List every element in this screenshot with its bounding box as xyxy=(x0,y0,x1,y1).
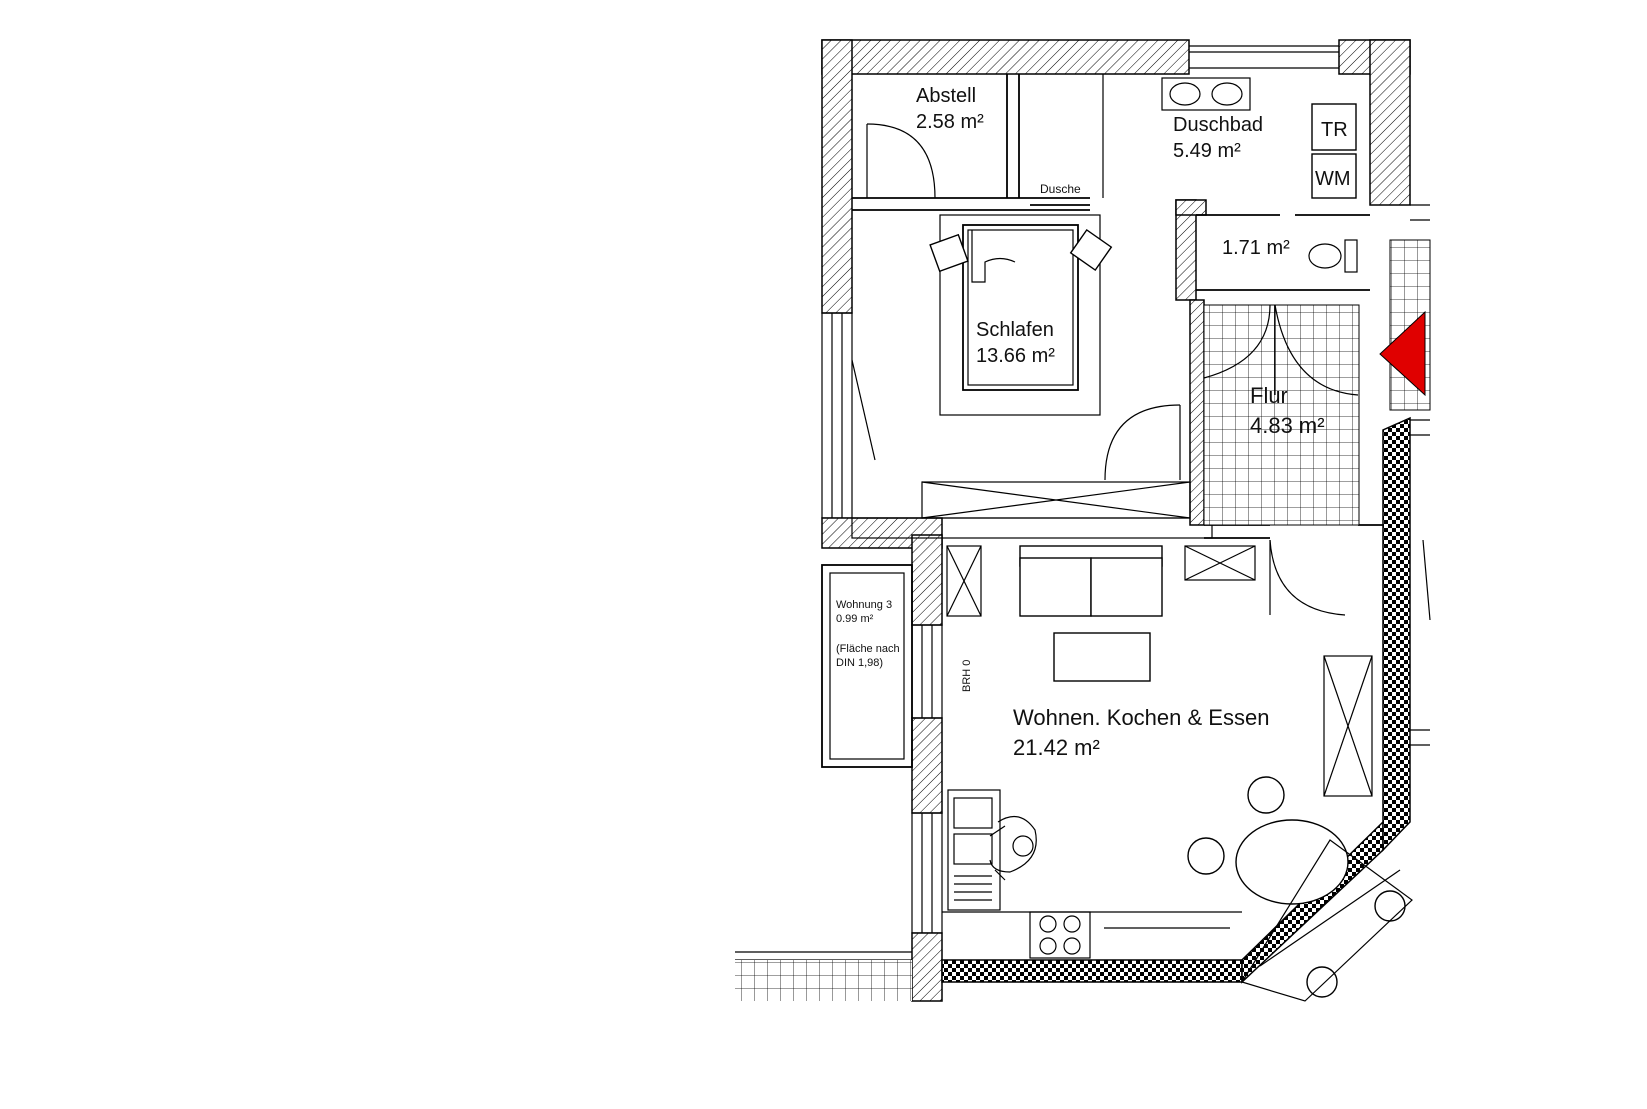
balcony-label-line3: (Fläche nach xyxy=(836,643,900,655)
room-area-wohnen: 21.42 m² xyxy=(1013,735,1100,760)
exterior-walls xyxy=(821,39,1411,1002)
washing-machine-label: WM xyxy=(1315,168,1351,190)
room-area-abstell: 2.58 m² xyxy=(916,111,984,133)
interior-walls xyxy=(851,74,1383,539)
room-label-duschbad: Duschbad xyxy=(1173,114,1263,136)
doors xyxy=(851,123,1359,616)
entrance-arrow-icon xyxy=(1379,310,1426,397)
balcony-label-line4: DIN 1,98) xyxy=(836,657,883,669)
furniture xyxy=(921,74,1406,998)
room-area-schlafen: 13.66 m² xyxy=(976,345,1055,367)
flur-floor-tiles xyxy=(1203,304,1360,526)
balcony-label-line1: Wohnung 3 xyxy=(836,599,892,611)
tumble-dryer-label: TR xyxy=(1321,119,1348,141)
room-area-flur: 4.83 m² xyxy=(1250,413,1325,438)
room-labels: Abstell 2.58 m² Duschbad 5.49 m² Dusche … xyxy=(836,85,1351,760)
balcony-label-line2: 0.99 m² xyxy=(836,613,874,625)
room-label-abstell: Abstell xyxy=(916,85,976,107)
room-label-wohnen: Wohnen. Kochen & Essen xyxy=(1013,705,1269,730)
room-area-duschbad: 5.49 m² xyxy=(1173,140,1241,162)
room-area-wc: 1.71 m² xyxy=(1222,237,1290,259)
balcony-area xyxy=(735,564,1413,1002)
sill-height-label: BRH 0 xyxy=(961,660,973,692)
room-label-schlafen: Schlafen xyxy=(976,319,1054,341)
shower-label: Dusche xyxy=(1040,182,1081,196)
room-label-flur: Flur xyxy=(1250,383,1288,408)
